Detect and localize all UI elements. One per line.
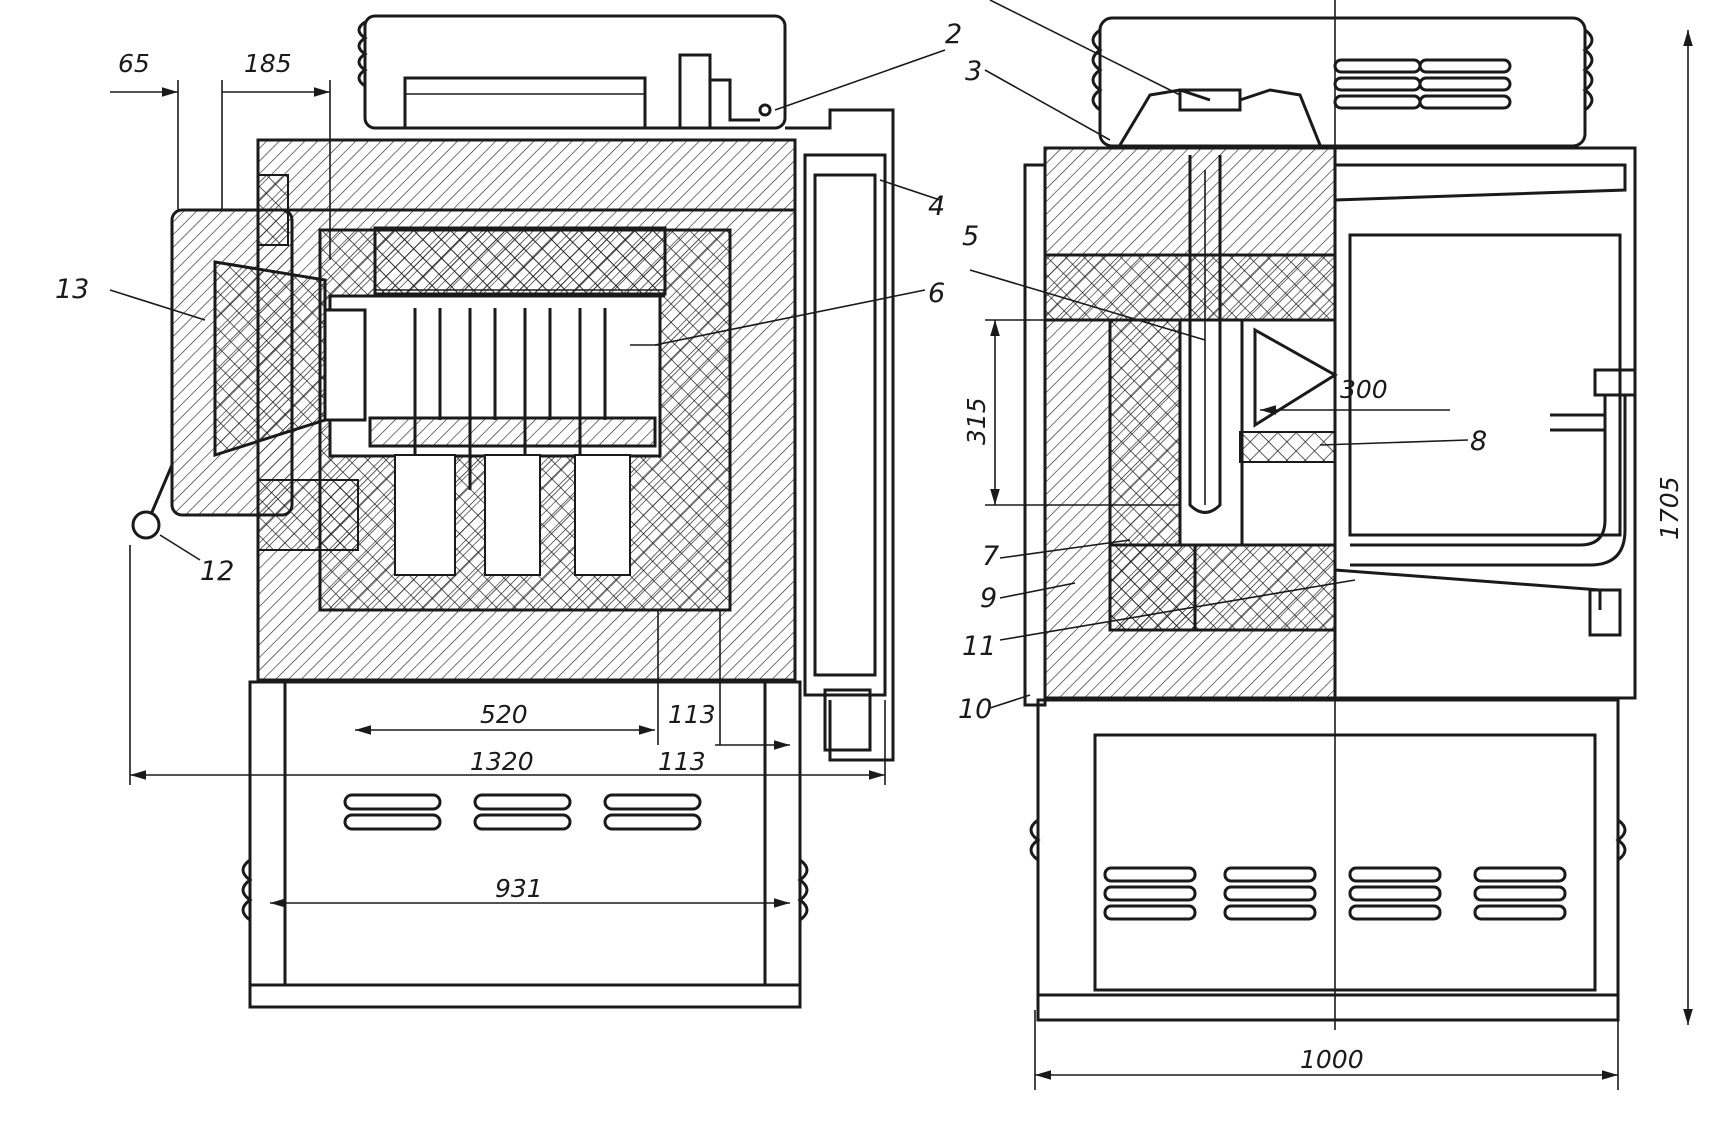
furnace-door (131, 174, 367, 551)
leader-lines (109, 0, 1469, 709)
heating-elements (413, 308, 607, 490)
left-dimension-lines (110, 80, 886, 908)
dim-931: 931 (495, 874, 543, 903)
callout-7: 7 (982, 541, 999, 572)
callout-labels: 2 3 4 5 6 7 8 9 10 11 12 13 (55, 19, 1487, 725)
stand-louvres (1103, 866, 1567, 921)
dimension-labels: 65 185 520 113 113 1320 931 315 300 1000… (118, 49, 1684, 1074)
callout-8: 8 (1470, 426, 1487, 457)
dim-520: 520 (480, 700, 528, 729)
dim-113-lower: 113 (658, 747, 706, 776)
callout-3: 3 (965, 56, 982, 87)
right-dimension-lines (985, 30, 1693, 1090)
heating-chamber (318, 226, 732, 612)
dim-1320: 1320 (470, 747, 534, 776)
callout-6: 6 (928, 278, 945, 309)
furnace-stand (241, 680, 809, 1009)
longitudinal-section (110, 14, 895, 1009)
dim-1705: 1705 (1655, 476, 1684, 540)
top-louvres (1333, 58, 1512, 110)
dim-185: 185 (244, 49, 292, 78)
dim-113-upper: 113 (668, 700, 716, 729)
callout-11: 11 (962, 631, 996, 662)
dim-1000: 1000 (1300, 1045, 1364, 1074)
dim-65: 65 (118, 49, 150, 78)
cross-section (985, 0, 1693, 1090)
callout-4: 4 (928, 191, 945, 222)
callout-5: 5 (962, 221, 979, 252)
dim-300: 300 (1340, 375, 1388, 404)
callout-9: 9 (980, 583, 997, 614)
callout-2: 2 (945, 19, 962, 50)
dim-315: 315 (962, 397, 991, 445)
vent-louvres (343, 793, 702, 831)
callout-13: 13 (55, 274, 89, 305)
terminal-box (357, 14, 787, 130)
callout-10: 10 (958, 694, 992, 725)
callout-12: 12 (200, 556, 234, 587)
